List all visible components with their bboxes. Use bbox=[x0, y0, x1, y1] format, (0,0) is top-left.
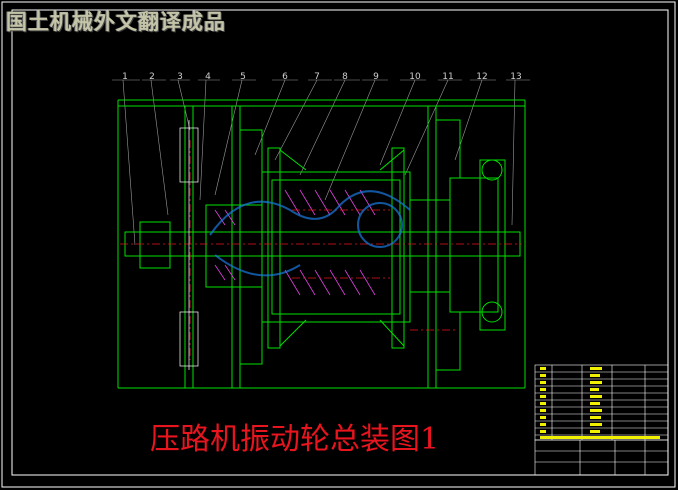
part-number-callout: 2 bbox=[149, 72, 155, 82]
assembly-outline bbox=[117, 99, 526, 389]
part-number-callout: 6 bbox=[282, 72, 288, 82]
inner-sheet-border bbox=[11, 9, 669, 476]
chain-sprocket bbox=[179, 120, 199, 370]
part-number-callout: 3 bbox=[177, 72, 183, 82]
watermark-text: 国土机械外文翻译成品 bbox=[6, 10, 226, 34]
bom-entries bbox=[540, 367, 660, 439]
callout-leaders bbox=[112, 79, 530, 246]
watermark-logo bbox=[209, 190, 411, 277]
part-number-callout: 1 bbox=[122, 72, 128, 82]
part-number-callout: 10 bbox=[409, 72, 421, 82]
drawing-title: 压路机振动轮总装图1 bbox=[150, 422, 440, 457]
section-hatching bbox=[214, 189, 376, 296]
part-number-callout: 7 bbox=[314, 72, 320, 82]
part-number-callout: 8 bbox=[342, 72, 348, 82]
part-number-callout: 4 bbox=[205, 72, 211, 82]
part-number-callout: 12 bbox=[476, 72, 488, 82]
centerlines bbox=[120, 140, 522, 360]
part-number-callout: 13 bbox=[510, 72, 522, 82]
part-number-callout: 5 bbox=[240, 72, 246, 82]
part-number-callout: 11 bbox=[442, 72, 454, 82]
title-block bbox=[534, 364, 669, 476]
part-number-callout: 9 bbox=[373, 72, 379, 82]
